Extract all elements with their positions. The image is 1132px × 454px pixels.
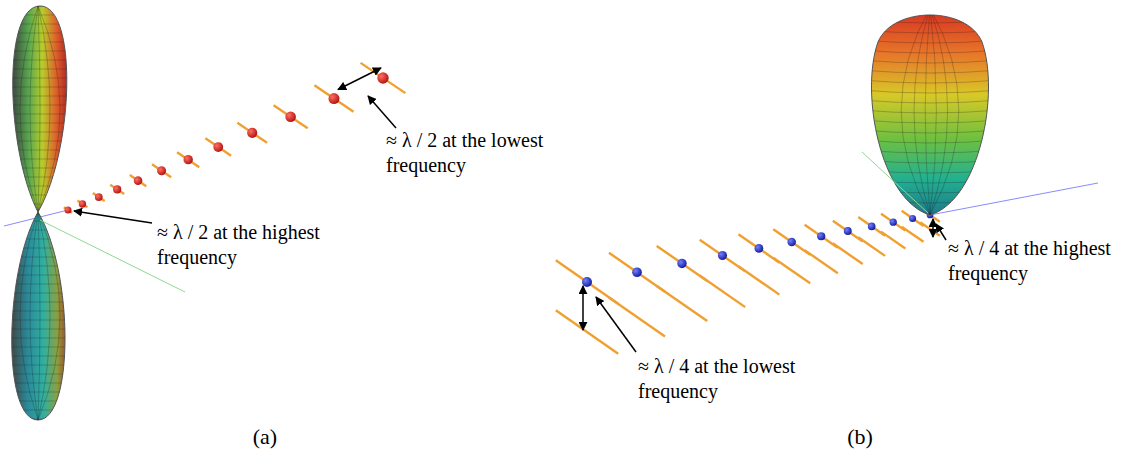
feed-point [787,238,796,247]
annotation: ≈ λ / 2 at the highest frequency [157,220,325,270]
feed-point [65,207,72,214]
feed-point [890,219,897,226]
ground-element [738,266,779,294]
annotation: ≈ λ / 4 at the highest frequency [948,236,1120,286]
monopole-element [902,211,924,226]
ground-element [657,286,708,321]
leader-arrow [596,297,636,352]
dipole-element [130,175,146,186]
radiation-lobe [13,6,67,212]
leader-arrow [936,224,946,240]
panel-label: (b) [830,424,890,449]
feed-point [113,185,121,193]
feed-point [755,244,764,253]
feed-point [909,215,916,222]
dipole-element [152,164,171,177]
feed-point [817,232,825,240]
ground-element [902,227,924,242]
feed-point [134,176,143,185]
monopole-element [609,253,665,292]
feed-point [183,155,192,164]
feed-point [157,166,166,175]
feed-point [285,111,296,122]
radiation-lobe [871,15,988,215]
spacing-arrow [932,219,934,237]
dipole-element [237,123,267,143]
ground-element [609,297,665,336]
dipole-element [274,105,308,128]
feed-point [632,267,642,277]
monopole-array [556,208,940,354]
feed-point [377,72,388,83]
log-periodic-dipole-array [64,63,406,214]
leader-arrow [368,96,396,128]
feed-point [677,259,686,268]
feed-point [247,128,257,138]
feed-point [718,251,727,260]
lobe-mesh [0,6,80,212]
ground-element [858,237,885,256]
lobe-mesh [0,212,80,420]
annotation: ≈ λ / 4 at the lowest frequency [638,354,806,404]
ground-element [881,232,905,249]
dipole-element [110,185,124,194]
feed-point [95,193,103,201]
feed-point [213,142,223,152]
dipole-element [64,207,72,213]
leader-arrow [74,211,152,223]
feed-point [868,223,876,231]
dipole-element [361,63,406,93]
ground-element [556,310,618,353]
dipole-element [205,138,231,155]
annotation: ≈ λ / 2 at the lowest frequency [386,128,554,178]
feed-point [582,277,592,287]
feed-point [328,93,339,104]
ground-element [805,250,838,273]
dipole-element [177,152,199,167]
ground-element [773,258,810,284]
panel-label: (a) [235,424,295,449]
axis-line [862,152,928,213]
dipole-element [77,201,87,208]
lobe-mesh [860,8,1000,215]
spacing-arrow [582,286,584,330]
monopole-element [556,260,618,303]
ground-element [700,276,745,308]
feed-point [79,200,86,207]
radiation-lobe [12,212,65,420]
spacing-arrow [338,68,381,90]
feed-point [844,227,852,235]
dipole-element [314,85,353,111]
ground-element [833,243,863,264]
dipole-element [93,193,105,201]
